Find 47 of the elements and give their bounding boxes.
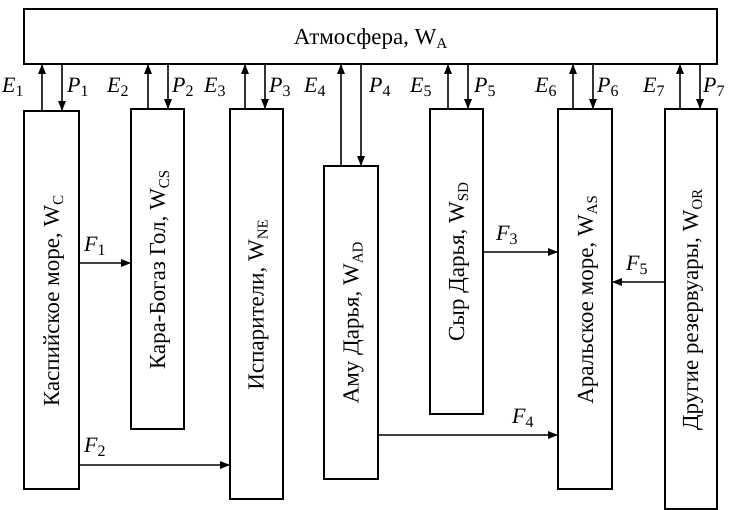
reservoir-box: [23, 110, 80, 490]
arrow: [337, 64, 345, 165]
arrow: [484, 248, 558, 256]
arrow: [80, 461, 230, 469]
box-label: Атмосфера, W$_{A}$: [294, 25, 448, 48]
reservoir-box: [664, 108, 718, 510]
arrow: [612, 278, 664, 286]
arrow: [38, 64, 46, 110]
edge-label: P$_{4}$: [369, 74, 390, 96]
arrow: [261, 65, 269, 109]
reservoir-box: [229, 108, 284, 500]
edge-label: E$_{2}$: [107, 74, 128, 96]
arrow: [589, 65, 597, 109]
edge-label: P$_{5}$: [474, 74, 496, 96]
edge-label: E$_{7}$: [643, 74, 664, 96]
arrow: [80, 259, 131, 267]
arrow: [379, 431, 558, 439]
edge-label: E$_{5}$: [410, 74, 432, 96]
edge-label: F$_{4}$: [512, 405, 534, 427]
edge-label: P$_{2}$: [172, 74, 194, 96]
edge-label: E$_{1}$: [2, 74, 24, 96]
arrow: [696, 65, 704, 109]
edge-label: F$_{5}$: [626, 252, 648, 274]
edge-label: P$_{1}$: [67, 74, 88, 96]
arrow: [569, 64, 577, 108]
arrow: [241, 64, 249, 108]
arrow: [676, 64, 684, 108]
reservoir-box: [323, 165, 379, 480]
arrow: [464, 65, 472, 109]
edge-label: P$_{3}$: [269, 74, 290, 96]
edge-label: F$_{2}$: [84, 434, 106, 456]
arrow: [164, 65, 172, 109]
reservoir-box: [557, 108, 613, 490]
arrow: [357, 65, 365, 166]
arrow: [144, 64, 152, 108]
edge-label: E$_{6}$: [535, 74, 556, 96]
edge-label: P$_{7}$: [703, 74, 724, 96]
edge-label: E$_{4}$: [304, 74, 326, 96]
arrow: [58, 65, 66, 111]
reservoir-box: [130, 108, 185, 430]
reservoir-box: [429, 108, 484, 415]
atmosphere-box: [23, 8, 718, 65]
edge-label: F$_{1}$: [84, 233, 106, 255]
edge-label: F$_{3}$: [496, 222, 518, 244]
edge-label: E$_{3}$: [204, 74, 226, 96]
arrow: [444, 64, 452, 108]
edge-label: P$_{6}$: [597, 74, 618, 96]
